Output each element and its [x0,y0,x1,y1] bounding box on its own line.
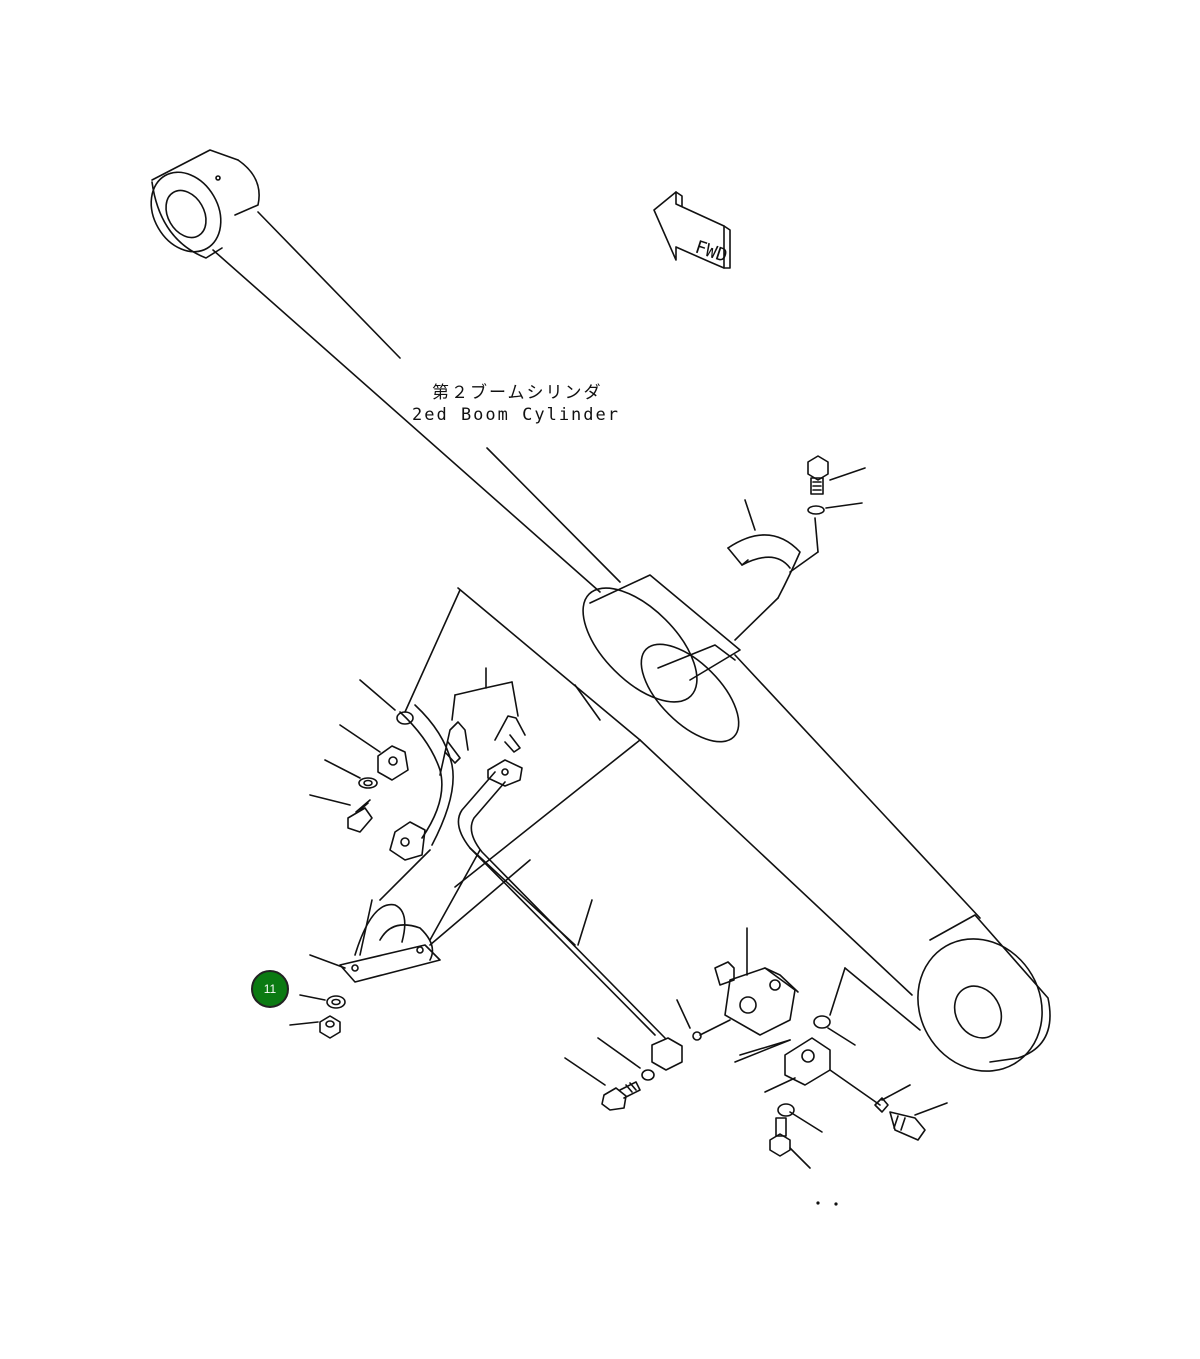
cylinder-label-jp: 第２ブームシリンダ [432,382,603,403]
hose-clamp-upper [727,517,819,641]
fittings-pair [439,667,526,787]
part-callout-11[interactable]: 11 [251,970,289,1008]
cylinder-rod [212,211,621,593]
lower-fasteners [601,1037,926,1157]
cylinder-tube [429,574,981,996]
stray-dot [834,1202,838,1206]
cylinder-bottom-eye [917,914,1051,1072]
part-callout-number: 11 [263,982,277,996]
cylinder-label-en: 2ed Boom Cylinder [412,405,620,425]
washer-nut-left [319,995,346,1039]
fwd-arrow-icon [653,191,731,269]
hydraulic-pipe [457,771,666,1039]
valve-block [692,927,799,1056]
left-hose-assembly [347,587,641,861]
elbow-block [784,967,921,1113]
stray-dot [816,1201,820,1205]
leader-lines [289,499,948,1169]
bolt-upper [807,455,866,515]
mounting-bracket [339,849,481,983]
cylinder-rod-eye [150,149,260,259]
